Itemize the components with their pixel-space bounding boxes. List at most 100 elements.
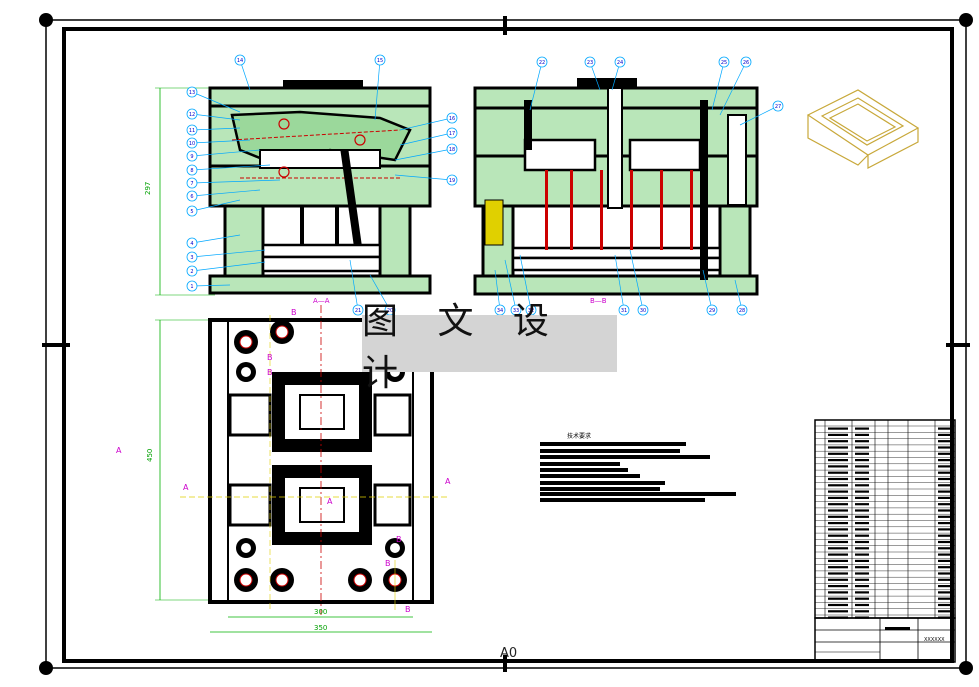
corner-mark-tr <box>959 13 973 27</box>
watermark-banner: 图 文 设 计 <box>362 301 617 394</box>
part-balloon: 20 <box>369 274 396 316</box>
section-mark-a-right: A <box>445 477 451 486</box>
part-balloon: 5 <box>186 199 241 217</box>
balloon-label: 16 <box>449 116 455 122</box>
part-3d-view <box>806 89 920 169</box>
section-mark-b-4: B <box>396 535 402 544</box>
corner-mark-tl <box>39 13 53 27</box>
section-bb-view: B—B <box>473 78 759 305</box>
part-balloon: 12 <box>186 108 241 121</box>
section-mark-b-1: B <box>267 353 273 362</box>
part-balloon: 25 <box>711 56 730 111</box>
part-balloon: 10 <box>186 137 251 149</box>
balloon-label: 8 <box>190 168 193 174</box>
part-balloon: 28 <box>734 279 748 316</box>
part-balloon: 9 <box>186 149 261 162</box>
balloon-label: 11 <box>189 128 195 134</box>
technical-notes: 技术要求 <box>540 432 736 502</box>
part-balloon: 1 <box>186 280 231 292</box>
height-dimension: 297 <box>144 182 152 195</box>
corner-mark-bl <box>39 661 53 675</box>
section-mark-b-bottom: B <box>405 605 411 614</box>
part-balloon: 2 <box>186 261 266 277</box>
part-balloon: 24 <box>611 56 626 91</box>
part-balloon: 29 <box>702 269 718 316</box>
part-balloon: 18 <box>394 143 458 161</box>
balloon-label: 1 <box>190 284 193 290</box>
balloon-label: 10 <box>189 141 195 147</box>
balloon-label: 25 <box>721 60 727 66</box>
balloon-label: 4 <box>190 241 193 247</box>
part-balloons-right: 22 23 24 25 26 27 34 33 32 31 30 29 28 <box>494 56 784 316</box>
part-balloon: 17 <box>399 127 458 146</box>
part-balloon: 27 <box>739 100 784 126</box>
plan-height-dimension: 450 <box>146 449 154 462</box>
part-balloon: 14 <box>234 54 251 91</box>
balloon-label: 5 <box>190 209 193 215</box>
parts-list-table <box>814 419 956 619</box>
section-mark-b-3: B <box>385 559 391 568</box>
section-mark-a-left: A <box>183 483 189 492</box>
part-balloon: 7 <box>186 177 281 189</box>
part-balloon: 8 <box>186 164 271 176</box>
part-balloon: 19 <box>394 174 458 186</box>
balloon-label: 12 <box>189 112 195 118</box>
part-balloon: 22 <box>529 56 548 111</box>
plan-width-inner: 300 <box>314 608 327 616</box>
notes-title: 技术要求 <box>567 432 591 440</box>
balloon-label: 33 <box>513 308 519 314</box>
balloon-label: 27 <box>775 104 781 110</box>
balloon-label: 24 <box>617 60 623 66</box>
part-balloon: 33 <box>504 259 522 316</box>
part-balloon: 21 <box>349 259 364 316</box>
part-balloon: 3 <box>186 249 266 263</box>
drawing-number: XXXXXX <box>924 637 945 643</box>
section-mark-a-center: A <box>327 497 333 506</box>
part-balloon: 15 <box>374 54 386 121</box>
balloon-label: 26 <box>743 60 749 66</box>
part-balloon: 16 <box>399 112 458 131</box>
balloon-label: 29 <box>709 308 715 314</box>
section-aa-label: A—A <box>313 297 330 305</box>
balloon-label: 31 <box>621 308 627 314</box>
corner-mark-br <box>959 661 973 675</box>
balloon-label: 30 <box>640 308 646 314</box>
balloon-label: 3 <box>190 255 193 261</box>
balloon-label: 9 <box>190 154 193 160</box>
balloon-label: 20 <box>387 308 393 314</box>
balloon-label: 18 <box>449 147 455 153</box>
balloon-label: 34 <box>497 308 503 314</box>
balloon-label: 6 <box>190 194 193 200</box>
plan-width-outer: 350 <box>314 624 327 632</box>
part-balloon: 6 <box>186 189 261 202</box>
part-balloon: 26 <box>719 56 752 116</box>
section-bb-label: B—B <box>590 297 607 305</box>
balloon-label: 22 <box>539 60 545 66</box>
title-block: XXXXXX <box>814 617 956 663</box>
balloon-label: 13 <box>189 90 195 96</box>
part-balloon: 13 <box>186 86 241 113</box>
part-balloon: 31 <box>614 254 630 316</box>
part-balloon: 30 <box>629 249 649 316</box>
plan-view: 450 A A A A B B <box>116 305 451 633</box>
balloon-label: 21 <box>355 308 361 314</box>
section-mark-b-top: B <box>291 308 297 317</box>
section-mark-b-2: B <box>267 368 273 377</box>
section-mark-a-far: A <box>116 446 122 455</box>
sheet-size-label: A0 <box>500 646 518 661</box>
balloon-label: 23 <box>587 60 593 66</box>
balloon-label: 28 <box>739 308 745 314</box>
balloon-label: 19 <box>449 178 455 184</box>
part-balloon: 4 <box>186 234 241 249</box>
section-aa-view: 297 A—A <box>144 80 432 305</box>
part-balloon: 32 <box>519 254 537 316</box>
part-balloon: 11 <box>186 124 241 136</box>
part-balloon: 23 <box>584 56 601 91</box>
balloon-label: 7 <box>190 181 193 187</box>
balloon-label: 32 <box>528 308 534 314</box>
balloon-label: 14 <box>237 58 243 64</box>
balloon-label: 15 <box>377 58 383 64</box>
balloon-label: 2 <box>190 269 193 275</box>
